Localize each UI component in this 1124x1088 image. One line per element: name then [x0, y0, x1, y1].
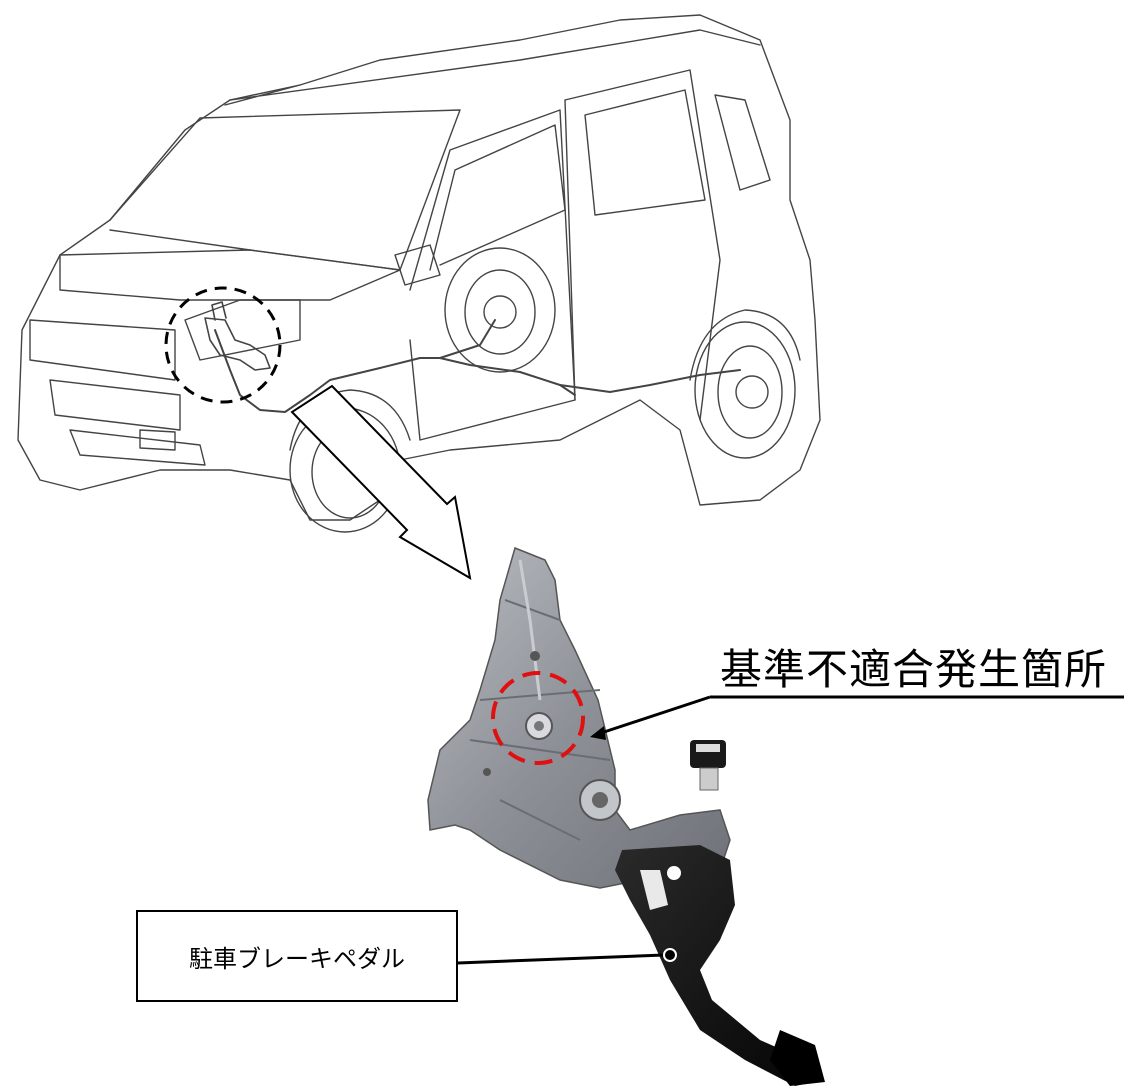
vehicle-rear-door [564, 69, 721, 421]
pedal-assembly-sketch [204, 301, 271, 371]
brake-cable [214, 329, 741, 413]
pedal-leader-line [457, 953, 665, 965]
vehicle-roof [224, 29, 761, 106]
defect-highlight-circle [491, 671, 585, 765]
defect-location-label: 基準不適合発生箇所 [720, 645, 1108, 694]
pedal-bracket [427, 546, 731, 889]
vehicle-rear-quarter-window [714, 94, 771, 191]
defect-leader-arrowhead [590, 726, 606, 740]
vehicle-headlight [184, 299, 301, 361]
vehicle-rear-window [584, 89, 706, 216]
vehicle-line-drawing [17, 14, 821, 533]
vehicle-front-window [429, 124, 566, 271]
brake-cable-branch [439, 319, 576, 396]
pedal-pad [770, 1030, 825, 1086]
vehicle-callout-circle [164, 286, 282, 404]
pedal-switch [690, 740, 726, 791]
part-name-label: 駐車ブレーキペダル [189, 944, 405, 973]
hollow-arrow-icon [290, 384, 472, 580]
vehicle-rear-wheel [689, 309, 801, 459]
vehicle-inner-wheel [444, 247, 556, 373]
vehicle-windshield [109, 109, 461, 271]
pedal-leader-dot [663, 948, 677, 962]
vehicle-side-mirror [394, 244, 441, 286]
pedal-assembly-photo [427, 546, 825, 1086]
part-name-box: 駐車ブレーキペダル [136, 910, 458, 1002]
vehicle-front-grille [29, 319, 206, 466]
defect-leader-line [597, 695, 711, 736]
vehicle-front-door [409, 109, 576, 441]
vehicle-hood [59, 249, 401, 301]
vehicle-body-outline [17, 14, 821, 521]
